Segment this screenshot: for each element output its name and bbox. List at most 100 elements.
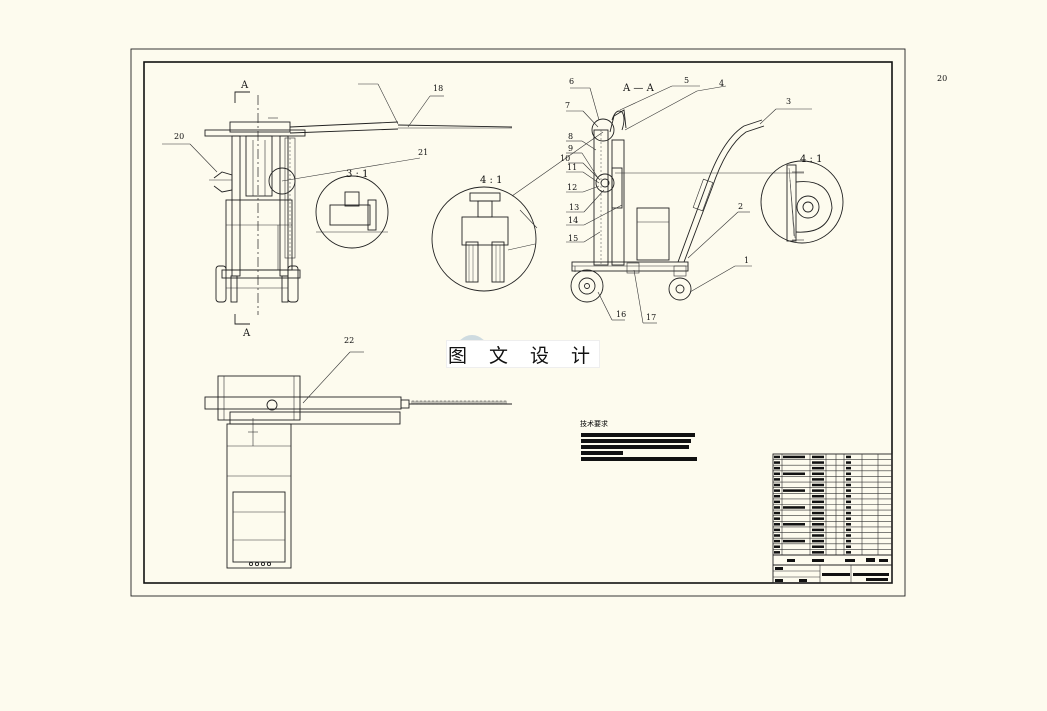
title-block-cell-text — [846, 478, 851, 481]
title-block-cell-text — [846, 511, 851, 515]
part-number-labels: 1 2 3 4 5 6 7 8 9 10 11 12 13 14 15 16 1… — [174, 76, 791, 345]
title-block-cell-text — [812, 534, 824, 537]
part-number-17: 17 — [646, 313, 656, 322]
part-number-20: 20 — [174, 132, 184, 141]
title-block-cell-text — [846, 551, 851, 554]
title-block-cell-text — [783, 489, 805, 492]
title-block-cell-text — [846, 489, 851, 492]
title-block-cell-text — [846, 506, 851, 509]
title-block-cell-text — [846, 466, 851, 470]
title-block — [772, 453, 893, 584]
title-block-cell-text — [812, 489, 824, 492]
part-number-1: 1 — [744, 256, 749, 265]
part-number-5: 5 — [684, 76, 689, 85]
top-view — [204, 351, 512, 569]
title-block-cell-text — [812, 483, 824, 487]
title-block-cell-text — [774, 506, 780, 509]
part-number-9: 9 — [568, 144, 573, 153]
leader-lines — [162, 85, 812, 324]
detail-view-4-1-right: 4 : 1 — [760, 154, 844, 244]
watermark-text: 图 文 设 计 — [446, 340, 600, 368]
title-block-cell-text — [812, 523, 824, 526]
title-block-cell-text — [846, 500, 851, 504]
title-block-cell-text — [774, 511, 780, 515]
title-block-cell-text — [812, 517, 824, 520]
tech-requirement-line-4 — [581, 451, 623, 455]
title-block-cell-text — [783, 539, 805, 543]
title-block-cell-text — [783, 455, 805, 459]
inner-frame — [143, 61, 893, 584]
title-block-cell-text — [774, 466, 780, 470]
part-number-22: 22 — [344, 336, 354, 345]
part-number-13: 13 — [569, 203, 579, 212]
title-block-cell-text — [812, 539, 824, 543]
title-block-cell-text — [774, 455, 780, 459]
title-block-cell-text — [783, 506, 805, 509]
title-block-cell-text — [812, 506, 824, 509]
title-block-cell-text — [774, 551, 780, 554]
title-block-cell-text — [774, 528, 780, 532]
part-number-15: 15 — [568, 234, 578, 243]
title-block-cell-text — [812, 545, 824, 548]
title-block-cell-text — [774, 517, 780, 520]
tech-requirement-line-5 — [581, 457, 697, 461]
front-view: A A 3 : 1 — [204, 80, 513, 339]
part-number-14: 14 — [568, 216, 578, 225]
title-block-cell-text — [846, 528, 851, 532]
section-view-label: A — A — [622, 83, 655, 94]
title-block-cell-text — [812, 528, 824, 532]
title-block-cell-text — [774, 461, 780, 464]
title-block-cell-text — [774, 523, 780, 526]
title-block-cell-text — [774, 478, 780, 481]
title-block-cell-text — [846, 545, 851, 548]
title-block-cell-text — [846, 517, 851, 520]
title-block-cell-text — [774, 472, 780, 476]
title-block-cell-text — [846, 461, 851, 464]
title-block-cell-text — [846, 523, 851, 526]
title-block-cell-text — [812, 500, 824, 504]
title-block-cell-text — [812, 478, 824, 481]
part-number-18: 18 — [433, 84, 443, 93]
title-block-cell-text — [774, 483, 780, 487]
title-block-cell-text — [846, 539, 851, 543]
title-block-cell-text — [846, 472, 851, 476]
title-block-cell-text — [774, 539, 780, 543]
tech-requirement-line-2 — [581, 439, 691, 443]
title-block-cell-text — [783, 523, 805, 526]
title-block-cell-text — [846, 534, 851, 537]
title-block-cell-text — [774, 500, 780, 504]
title-block-cell-text — [812, 494, 824, 498]
part-number-10: 10 — [560, 154, 570, 163]
scale-label-4-1-left: 4 : 1 — [480, 175, 502, 186]
scale-label-4-1-right: 4 : 1 — [800, 154, 822, 165]
section-mark-top: A — [240, 80, 249, 91]
title-block-cell-text — [812, 472, 824, 476]
title-block-cell-text — [846, 494, 851, 498]
detail-view-4-1-left: 4 : 1 — [431, 131, 604, 292]
title-block-cell-text — [774, 489, 780, 492]
title-block-cell-text — [774, 494, 780, 498]
tech-requirements-title: 技术要求 — [580, 420, 608, 428]
title-block-cell-text — [812, 466, 824, 470]
tech-requirement-line-1 — [581, 433, 695, 437]
part-number-3: 3 — [786, 97, 791, 106]
title-block-cell-text — [812, 455, 824, 459]
part-number-16: 16 — [616, 310, 626, 319]
title-block-cell-text — [812, 511, 824, 515]
title-block-cell-text — [783, 472, 805, 476]
title-block-cell-text — [846, 483, 851, 487]
section-mark-bottom: A — [242, 328, 251, 339]
title-block-cell-text — [846, 455, 851, 459]
part-number-2: 2 — [738, 202, 743, 211]
part-number-6: 6 — [569, 77, 574, 86]
part-number-4: 4 — [719, 79, 724, 88]
title-block-cell-text — [774, 534, 780, 537]
title-block-cell-text — [812, 551, 824, 554]
part-number-12: 12 — [567, 183, 577, 192]
title-block-cell-text — [774, 545, 780, 548]
corner-label: 20 — [937, 74, 947, 83]
outer-frame — [130, 48, 906, 597]
part-number-11: 11 — [567, 163, 577, 172]
